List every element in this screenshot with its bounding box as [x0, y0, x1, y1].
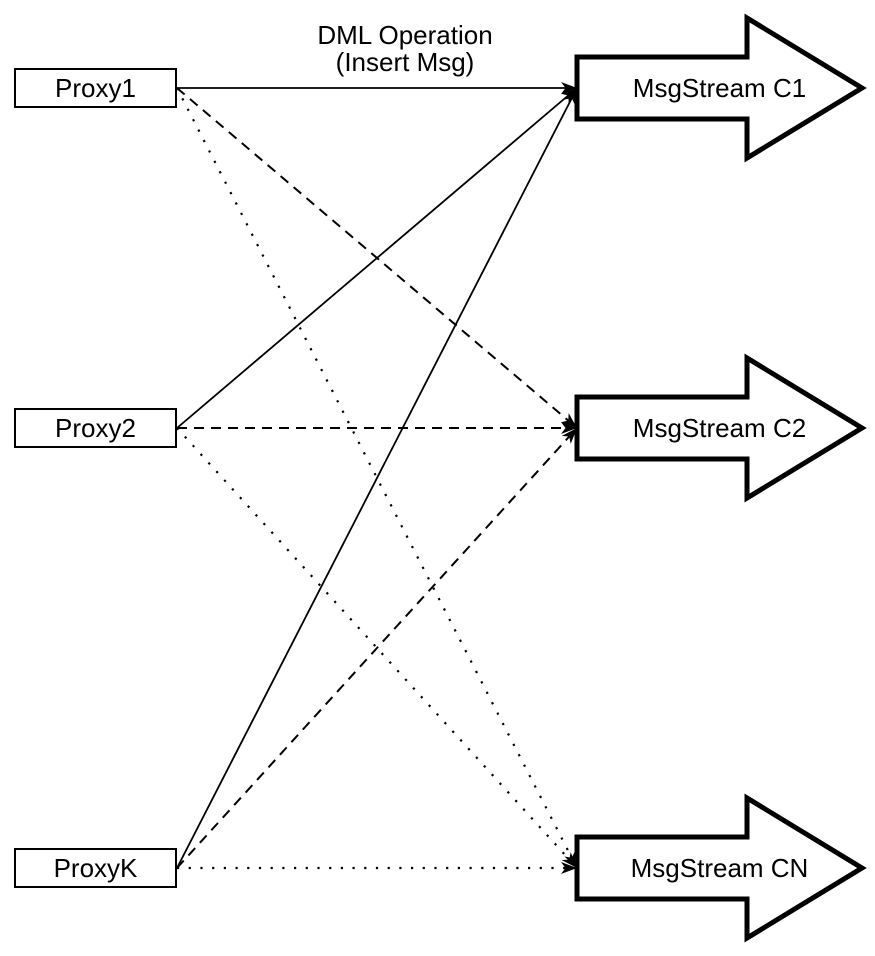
msgstream-cn-arrow-shape [574, 793, 867, 943]
dml-operation-edge-label: DML Operation (Insert Msg) [255, 22, 555, 76]
msgstream-c1-label: MsgStream C1 [632, 73, 807, 103]
msgstream-cn-label: MsgStream CN [630, 853, 809, 883]
proxy1-node: Proxy1 [14, 68, 177, 108]
msgstream-c2-label: MsgStream C2 [632, 413, 807, 443]
proxy2-node: Proxy2 [14, 408, 177, 448]
edges-layer [176, 82, 578, 874]
proxy1-label: Proxy1 [55, 73, 136, 103]
edge-proxyk-to-c2 [176, 427, 578, 869]
proxy2-label: Proxy2 [55, 413, 136, 443]
msgstream-c2-arrow-shape [574, 353, 867, 503]
edge-proxy2-to-c1 [176, 87, 578, 429]
msgstream-c1-arrow-shape [574, 13, 867, 163]
proxyk-label: ProxyK [53, 853, 138, 883]
proxyk-node: ProxyK [14, 848, 177, 888]
edge-proxyk-to-c1 [176, 87, 578, 869]
edge-label-line1: DML Operation [317, 20, 493, 50]
edge-label-line2: (Insert Msg) [335, 47, 475, 77]
